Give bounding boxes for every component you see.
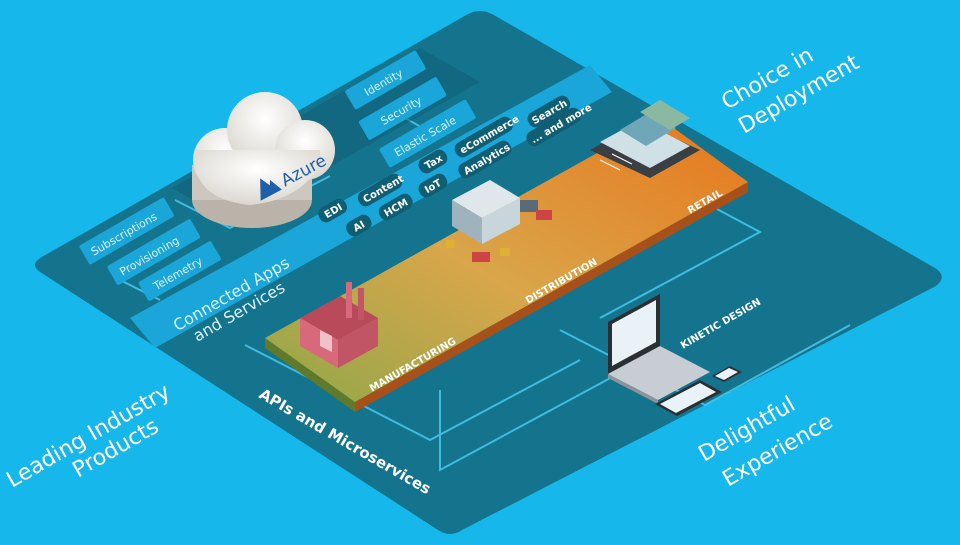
tax-pill	[418, 149, 448, 174]
ai-pill	[346, 214, 372, 237]
analytics-pill	[458, 140, 512, 179]
elastic-scale-pill	[379, 99, 476, 168]
ai-label: AI	[352, 219, 367, 234]
laptop-device-icon	[608, 294, 710, 404]
admin-service-pills: Subscriptions Provisioning Telemetry	[79, 197, 221, 301]
phone-device-icon	[712, 366, 742, 382]
choice-caption: Choice in Deployment	[718, 43, 864, 139]
identity-pill	[345, 50, 426, 110]
search-pill	[527, 95, 571, 128]
content-pill	[357, 173, 403, 207]
factory-building-icon	[300, 282, 378, 368]
azure-logo-icon	[260, 178, 282, 201]
leading-caption: Leading Industry Products	[3, 379, 175, 493]
edi-pill	[318, 198, 348, 223]
retail-store-icon	[590, 100, 700, 178]
provisioning-pill	[107, 219, 201, 285]
azure-cloud: Azure	[192, 92, 335, 228]
security-pill	[358, 77, 447, 140]
telemetry-pill	[138, 241, 221, 301]
warehouse-building-icon	[446, 180, 552, 262]
tablet-device-icon	[655, 380, 722, 416]
subscriptions-pill	[79, 197, 174, 265]
hcm-pill	[378, 193, 413, 221]
delightful-caption: Delightful Experience	[695, 392, 838, 492]
iot-pill	[418, 173, 448, 198]
ecommerce-pill	[454, 116, 513, 158]
and-more-pill	[526, 107, 582, 147]
